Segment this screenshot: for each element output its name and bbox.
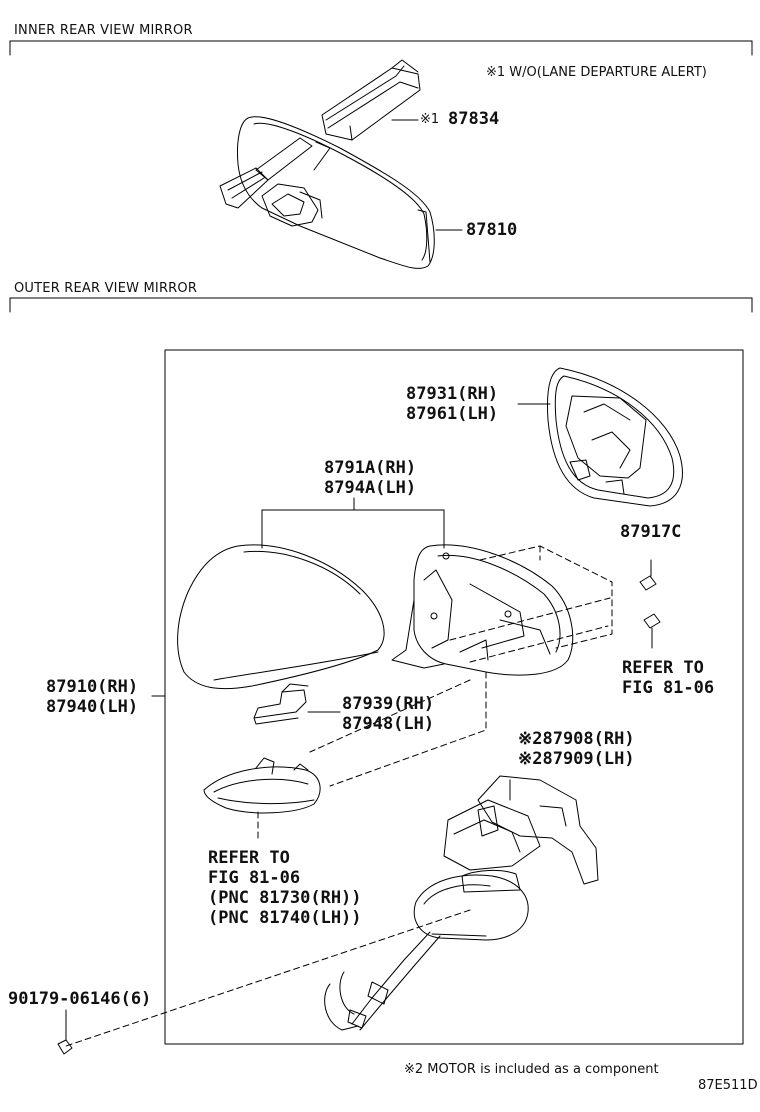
section-title-outer: OUTER REAR VIEW MIRROR: [14, 281, 198, 296]
fig-ref-text-a: FIG 81-06: [622, 678, 715, 698]
note-lane-departure: ※1 W/O(LANE DEPARTURE ALERT): [486, 65, 707, 80]
label-87908: ※287908(RH): [518, 729, 635, 749]
refer-to-text-b: REFER TO: [208, 848, 290, 868]
screw-87917C-drawing: [639, 559, 657, 591]
label-87939-87948[interactable]: 87939(RH) 87948(LH): [342, 694, 434, 734]
pnc-81740-text: (PNC 81740(LH)): [208, 908, 362, 928]
label-87908-87909[interactable]: ※287908(RH) ※287909(LH): [518, 729, 635, 769]
mirror-glass-drawing: [547, 367, 683, 507]
inner-mirror-cover-drawing: [321, 59, 421, 141]
turn-signal-drawing: [203, 757, 321, 814]
outer-section-bracket: [9, 297, 753, 313]
label-87834[interactable]: 87834: [448, 109, 500, 129]
figure-code: 87E511D: [698, 1078, 758, 1093]
label-8791A-8794A[interactable]: 8791A(RH) 8794A(LH): [324, 458, 416, 498]
label-87917C[interactable]: 87917C: [620, 522, 682, 542]
screw-refer-drawing: [643, 613, 661, 649]
motor-assembly-drawing: [443, 775, 599, 893]
refer-to-text-a: REFER TO: [622, 658, 704, 678]
inner-section-bracket: [9, 40, 753, 56]
mirror-housing-drawing: [391, 544, 574, 676]
label-87910: 87910(RH): [46, 677, 139, 697]
note-motor: ※2 MOTOR is included as a component: [404, 1062, 659, 1077]
wire-harness-drawing: [324, 931, 441, 1031]
label-refer-fig-81-06-a[interactable]: REFER TO FIG 81-06: [622, 658, 714, 698]
assembly-frame: [164, 349, 744, 1045]
bracket-87939-drawing: [253, 683, 309, 725]
mirror-cover-drawing: [177, 544, 385, 690]
label-87810[interactable]: 87810: [466, 220, 518, 240]
label-refer-fig-81-06-b[interactable]: REFER TO FIG 81-06 (PNC 81730(RH)) (PNC …: [208, 848, 362, 928]
mirror-base-drawing: [413, 874, 529, 941]
label-8791A: 8791A(RH): [324, 458, 417, 478]
label-87931-87961[interactable]: 87931(RH) 87961(LH): [406, 384, 498, 424]
label-87940: 87940(LH): [46, 697, 139, 717]
label-87909: ※287909(LH): [518, 749, 635, 769]
label-87834-mark: ※1: [420, 112, 440, 127]
fig-ref-text-b: FIG 81-06: [208, 868, 301, 888]
label-87948: 87948(LH): [342, 714, 435, 734]
pnc-81730-text: (PNC 81730(RH)): [208, 888, 362, 908]
label-8794A: 8794A(LH): [324, 478, 417, 498]
projection-lines: [65, 545, 613, 1047]
section-title-inner: INNER REAR VIEW MIRROR: [14, 23, 193, 38]
label-87961: 87961(LH): [406, 404, 499, 424]
label-87931: 87931(RH): [406, 384, 499, 404]
label-87910-87940[interactable]: 87910(RH) 87940(LH): [46, 677, 138, 717]
inner-mirror-drawing: [219, 116, 435, 269]
label-90179-06146[interactable]: 90179-06146(6): [8, 989, 152, 1009]
clip-90179-drawing: [57, 1009, 73, 1055]
label-87939: 87939(RH): [342, 694, 435, 714]
leader-8791A: [261, 497, 445, 549]
